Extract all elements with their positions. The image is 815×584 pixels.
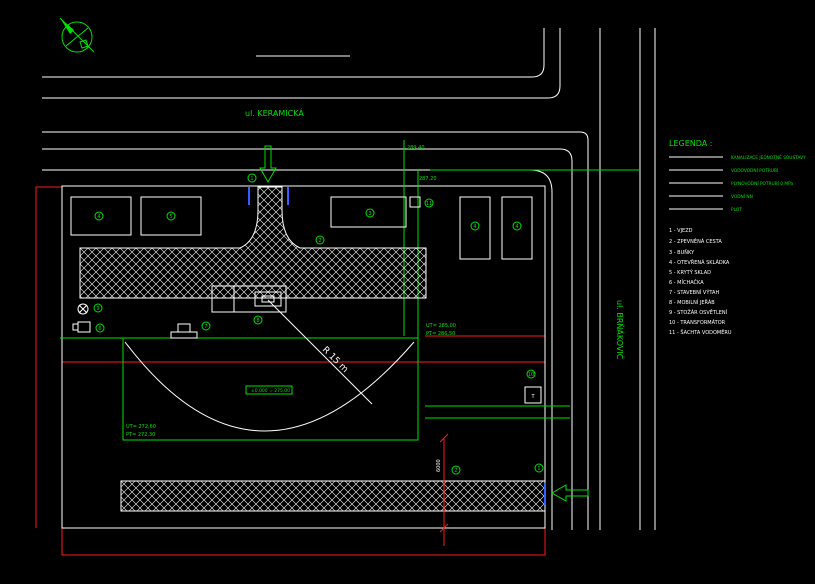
- marker-road: 2: [315, 235, 325, 245]
- legend-title: LEGENDA :: [669, 139, 712, 148]
- legend-item-9: 9 - STOŽÁR OSVĚTLENÍ: [669, 308, 728, 316]
- water-shaft: [409, 196, 421, 208]
- dimension-line: [439, 433, 449, 546]
- mobile-crane: [211, 285, 287, 313]
- svg-text:2: 2: [454, 468, 457, 474]
- legend-item-11: 11 - ŠACHTA VODOMĚRU: [669, 328, 732, 336]
- legend-item-4: 4 - OTEVŘENÁ SKLÁDKA: [669, 258, 730, 266]
- center-box-label: ±0,000 = 275,00: [251, 388, 290, 394]
- crane-radius-label: R 15 m: [320, 345, 350, 375]
- construction-lift: [170, 323, 198, 339]
- reinforced-road: [79, 186, 427, 299]
- legend-line-2: VODOVODNÍ POTRUBÍ: [731, 167, 779, 174]
- marker-store-b: 4: [512, 221, 522, 231]
- svg-text:2: 2: [318, 238, 321, 244]
- svg-text:6: 6: [98, 326, 101, 332]
- legend-item-2: 2 - ZPEVNĚNÁ CESTA: [669, 237, 722, 245]
- legend-item-6: 6 - MÍCHAČKA: [669, 279, 704, 286]
- storage-b: [501, 196, 533, 260]
- crane-radius-line: [267, 299, 373, 405]
- svg-text:10: 10: [528, 372, 534, 378]
- marker-crane: 8: [253, 315, 263, 325]
- svg-text:4: 4: [97, 214, 100, 220]
- site-outline: [61, 185, 546, 529]
- legend-line-1: KANALIZACE JEDNOTNÉ SOUSTAVY: [731, 153, 806, 161]
- marker-road-right: 2: [451, 465, 461, 475]
- dimension-label: 6000: [436, 459, 442, 472]
- marker-transformer: 10: [526, 369, 536, 379]
- pt-label-right: PT= 286,50: [426, 331, 455, 337]
- legend-item-7: 7 - STAVEBNÍ VÝTAH: [669, 289, 719, 296]
- cabin-left-2: [140, 196, 202, 236]
- legend-item-1: 1 - VJEZD: [669, 228, 693, 234]
- cabin-left-1: [70, 196, 132, 236]
- level-label-top2: 287,20: [419, 176, 437, 182]
- svg-text:3: 3: [368, 211, 371, 217]
- legend-item-10: 10 - TRANSFORMÁTOR: [669, 319, 726, 326]
- legend-line-5: PLOT: [731, 207, 742, 213]
- legend: LEGENDA : KANALIZACE JEDNOTNÉ SOUSTAVY V…: [669, 139, 806, 336]
- ut-label-left: UT= 272,60: [126, 424, 156, 430]
- marker-store-a: 4: [470, 221, 480, 231]
- svg-text:11: 11: [426, 201, 432, 207]
- legend-line-4: VODNÍ NN: [731, 193, 753, 200]
- marker-cabin-right: 3: [365, 208, 375, 218]
- marker-entrance-right: 1: [534, 463, 544, 473]
- legend-line-3: PLYNOVODNÍ POTRUBÍ 0 MPa: [731, 180, 793, 187]
- transformer-box-label: T: [530, 394, 535, 400]
- legend-item-8: 8 - MOBILNÍ JEŘÁB: [669, 298, 715, 306]
- storage-a: [459, 196, 491, 260]
- marker-mixer: 6: [95, 323, 105, 333]
- svg-text:8: 8: [256, 318, 259, 324]
- street-name-east: ul. BRŇÁKOVIČ: [615, 300, 626, 360]
- svg-text:7: 7: [204, 324, 207, 330]
- north-arrow-icon: [59, 17, 95, 53]
- marker-light: 9: [93, 303, 103, 313]
- reinforced-road-bottom: [120, 480, 546, 512]
- svg-text:4: 4: [515, 224, 518, 230]
- svg-text:1: 1: [537, 466, 540, 472]
- svg-text:9: 9: [96, 306, 99, 312]
- pt-label-left: PT= 272,30: [126, 432, 155, 438]
- svg-text:5: 5: [169, 214, 172, 220]
- entrance-arrow-top-icon: [259, 145, 277, 184]
- ut-label-right: UT= 285,00: [426, 323, 456, 329]
- legend-item-3: 3 - BUŇKY: [669, 249, 695, 256]
- utility-lines: [60, 140, 640, 441]
- level-label-top: 289,40: [407, 145, 425, 151]
- legend-item-5: 5 - KRYTÝ SKLAD: [669, 269, 711, 276]
- marker-cabin-left1: 4: [94, 211, 104, 221]
- mixer-icon: [72, 321, 91, 333]
- entrance-arrow-right-icon: [550, 484, 589, 502]
- center-box: [245, 385, 293, 395]
- marker-entrance-top: 1: [247, 173, 257, 183]
- svg-text:4: 4: [473, 224, 476, 230]
- marker-lift: 7: [201, 321, 211, 331]
- street-name-north: ul. KERAMICKÁ: [245, 107, 304, 118]
- marker-water-shaft: 11: [424, 198, 434, 208]
- cabin-right: [330, 196, 407, 228]
- light-mast-icon: [77, 303, 89, 315]
- svg-text:1: 1: [250, 176, 253, 182]
- marker-cabin-left2: 5: [166, 211, 176, 221]
- crane-radius-arc: [124, 341, 415, 432]
- transformer: [524, 386, 542, 404]
